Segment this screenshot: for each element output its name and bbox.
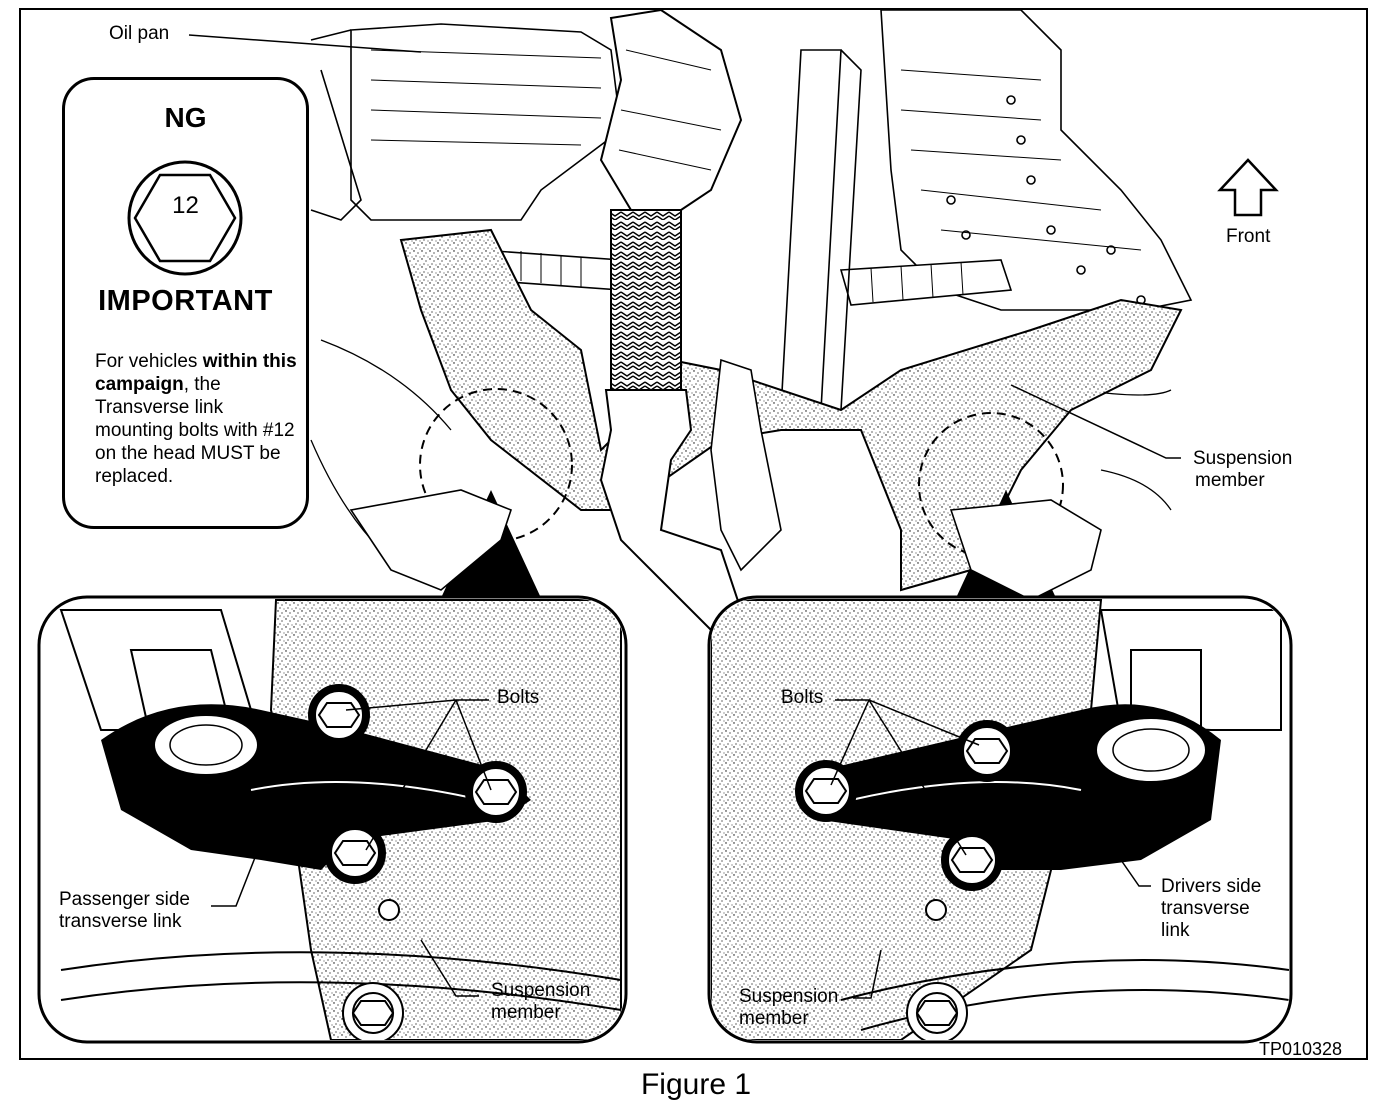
bolt-12-icon: [127, 160, 243, 276]
label-front: Front: [1226, 226, 1271, 247]
front-arrow: [1217, 158, 1279, 217]
important-title: IMPORTANT: [98, 285, 273, 317]
figure-caption: Figure 1: [640, 1068, 752, 1101]
label-oil-pan: Oil pan: [109, 23, 170, 44]
important-notice: NG 12 IMPORTANT For vehicles within this…: [62, 77, 309, 529]
drivers-detail-panel: [707, 595, 1293, 1044]
label-bolts-left: Bolts: [497, 687, 540, 708]
ng-label: NG: [164, 102, 207, 133]
bolt-icon: [795, 720, 1018, 1040]
important-text: For vehicles within this campaign, the T…: [95, 351, 297, 487]
bolt-number: 12: [172, 192, 199, 219]
bolt-icon: [308, 684, 527, 1040]
undercarriage-illustration: [37, 10, 1293, 1044]
reference-code: TP010328: [1259, 1039, 1343, 1059]
diagram-frame: NG 12 IMPORTANT For vehicles within this…: [19, 8, 1368, 1060]
flex-pipe: [610, 209, 682, 391]
passenger-detail-panel: [37, 595, 628, 1044]
label-bolts-right: Bolts: [781, 687, 824, 708]
